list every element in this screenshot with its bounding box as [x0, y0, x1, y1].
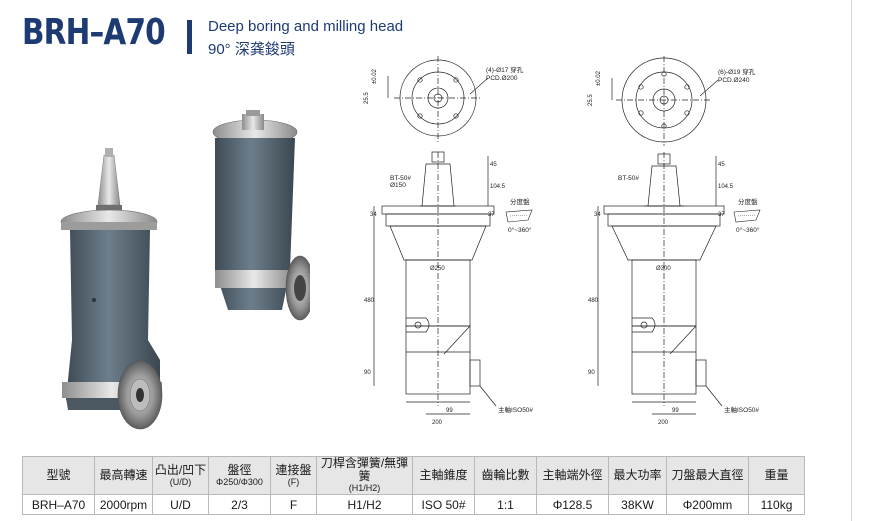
col-header-max-speed: 最高轉速	[94, 456, 153, 495]
col-header-gear-ratio: 齒輪比數	[474, 456, 537, 495]
dim-480-left: 480	[364, 298, 375, 304]
bt-label-right: BT-50#	[618, 175, 639, 182]
technical-drawing-left: (4)-Ø17 穿孔 PCD.Ø200 25.5 ±0.02 BT-50# Ø1…	[364, 56, 533, 426]
dim-37-right: 37	[718, 212, 725, 218]
cell-ud: U/D	[152, 494, 209, 515]
col-header-taper: 主軸錐度	[412, 456, 475, 495]
dia-250-left: Ø250	[430, 266, 445, 272]
subtitle-english: Deep boring and milling head	[208, 18, 404, 35]
col-header-model: 型號	[22, 456, 95, 495]
cell-model: BRH–A70	[22, 494, 95, 515]
subtitle-chinese: 90° 深龚鋑頭	[208, 41, 295, 58]
cell-disc-dia: 2/3	[208, 494, 271, 515]
dia-300-right: Ø300	[656, 266, 671, 272]
dim-99-left: 99	[446, 408, 453, 414]
cell-spindle-od: Φ128.5	[536, 494, 609, 515]
dim-45-left: 45	[490, 162, 497, 168]
cell-max-cutter: Φ200mm	[666, 494, 749, 515]
hole-note-right-2: PCD.Ø240	[718, 77, 750, 84]
angle-label-left: 0°~360°	[508, 226, 532, 234]
indexing-dial-left	[505, 209, 533, 223]
spindle-label-left: 主軸ISO50#	[498, 405, 533, 414]
dim-480-right: 480	[588, 298, 599, 304]
technical-drawing-right: (6)-Ø19 穿孔 PCD.Ø240 25.5 ±0.02 BT-50# Ø3…	[588, 56, 761, 426]
dim-25-5-right: 25.5	[588, 94, 594, 106]
col-header-ud: 凸出/凹下(U/D)	[152, 456, 209, 495]
dim-99-right: 99	[672, 408, 679, 414]
model-title: BRH–A70	[22, 12, 166, 53]
title-divider	[187, 20, 192, 54]
col-header-spring: 刀桿含彈簧/無彈簧(H1/H2)	[316, 456, 413, 495]
cell-max-power: 38KW	[608, 494, 667, 515]
indexing-label-left: 分度盤	[510, 197, 530, 206]
dim-90-right: 90	[588, 370, 595, 376]
bt-label-left: BT-50#	[390, 175, 411, 182]
hole-note-left-1: (4)-Ø17 穿孔	[486, 65, 524, 74]
dia-150-left: Ø150	[390, 182, 406, 189]
col-header-weight: 重量	[748, 456, 805, 495]
spindle-label-right: 主軸ISO50#	[724, 405, 759, 414]
rear-unit	[212, 110, 310, 321]
indexing-label-right: 分度盤	[738, 197, 758, 206]
dim-34-left: 34	[370, 212, 377, 218]
cell-flange: F	[270, 494, 317, 515]
col-header-max-cutter: 刀盤最大直徑	[666, 456, 749, 495]
hole-note-left-2: PCD.Ø200	[486, 75, 518, 82]
dim-104-left: 104.5	[490, 184, 506, 190]
cell-weight: 110kg	[748, 494, 805, 515]
col-header-spindle-od: 主軸端外徑	[536, 456, 609, 495]
dim-200-left: 200	[432, 420, 443, 426]
dim-90-left: 90	[364, 370, 371, 376]
dim-25-5-left: 25.5	[364, 92, 370, 104]
dim-37-left: 37	[488, 212, 495, 218]
dim-34-right: 34	[594, 212, 601, 218]
dim-45-right: 45	[718, 162, 725, 168]
indexing-dial-right	[733, 209, 761, 223]
cell-gear-ratio: 1:1	[474, 494, 537, 515]
dim-200-right: 200	[658, 420, 669, 426]
dim-104-right: 104.5	[718, 184, 734, 190]
angle-label-right: 0°~360°	[736, 226, 760, 234]
tol-right: ±0.02	[596, 70, 602, 86]
col-header-max-power: 最大功率	[608, 456, 667, 495]
product-photo	[60, 110, 310, 430]
front-unit	[60, 148, 163, 430]
hole-note-right-1: (6)-Ø19 穿孔	[718, 67, 756, 76]
table-row: BRH–A70 2000rpm U/D 2/3 F H1/H2 ISO 50# …	[22, 494, 805, 515]
cell-taper: ISO 50#	[412, 494, 475, 515]
cell-spring: H1/H2	[316, 494, 413, 515]
page-right-rule	[851, 0, 852, 521]
cell-max-speed: 2000rpm	[94, 494, 153, 515]
col-header-flange: 連接盤(F)	[270, 456, 317, 495]
tol-left: ±0.02	[372, 68, 378, 84]
